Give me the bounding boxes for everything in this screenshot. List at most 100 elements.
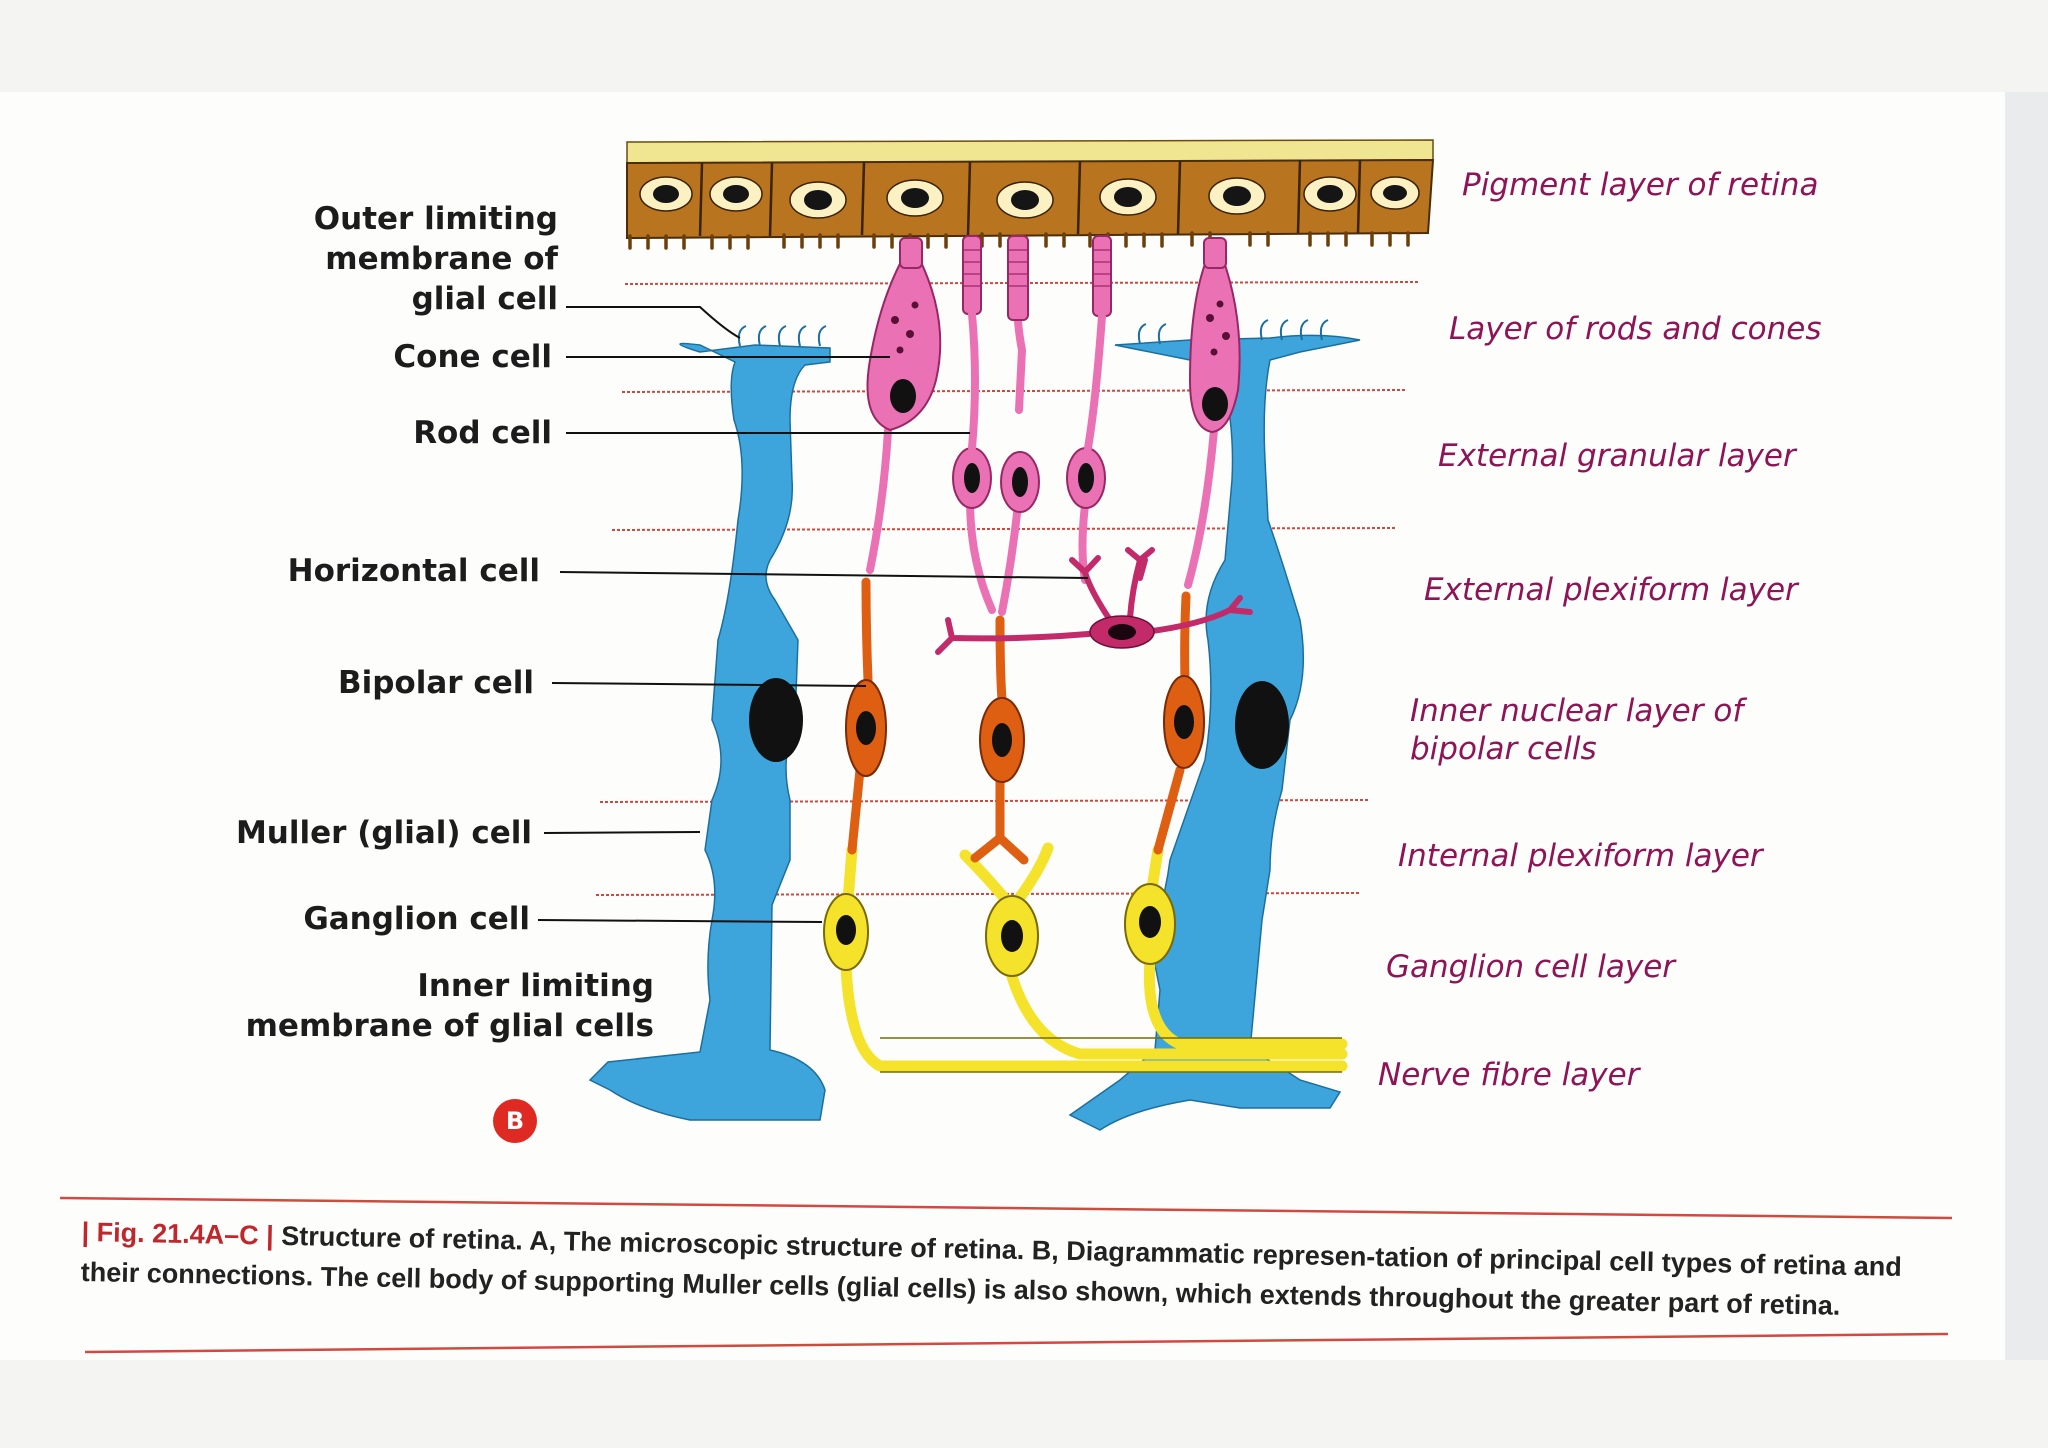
rod-inner-segment xyxy=(1084,312,1106,452)
rod-nucleus xyxy=(1078,463,1094,493)
ganglion-cells xyxy=(823,842,1348,1073)
horizontal-nucleus xyxy=(1108,624,1136,640)
cone-granule xyxy=(896,346,904,354)
ganglion-nucleus xyxy=(1139,906,1161,938)
rod-nucleus xyxy=(1012,467,1028,497)
caption-bottom-rule xyxy=(84,1332,1949,1354)
photoreceptor-axon xyxy=(966,496,996,614)
cone-cell-left xyxy=(866,255,942,432)
pigment-granule xyxy=(901,188,929,208)
photoreceptors xyxy=(866,235,1241,616)
pigment-granule xyxy=(804,190,832,210)
label-internal-plexiform-layer: Internal plexiform layer xyxy=(1398,838,1763,874)
label-horizontal-cell: Horizontal cell xyxy=(287,553,540,589)
pigment-epithelium xyxy=(626,139,1435,250)
microvillus xyxy=(737,325,747,347)
label-external-granular-layer: External granular layer xyxy=(1438,438,1796,474)
horizontal-process xyxy=(1127,557,1143,621)
muller-nucleus-right xyxy=(1235,681,1289,769)
leader-horizontal-cell xyxy=(559,571,1089,579)
photoreceptor-axon xyxy=(866,426,892,574)
bipolar-dendrite xyxy=(970,833,1005,863)
cone-granule xyxy=(1210,348,1218,356)
ganglion-axon xyxy=(1004,964,1348,1060)
horizontal-process xyxy=(935,635,955,655)
pigment-cell-border xyxy=(1076,160,1082,235)
leader-ganglion-cell xyxy=(537,919,823,923)
muller-nucleus-left xyxy=(749,678,803,762)
pigment-granule xyxy=(1011,190,1039,210)
label-external-plexiform-layer: External plexiform layer xyxy=(1424,572,1798,608)
cone-granule xyxy=(891,316,899,324)
leader-outer-limiting-membrane xyxy=(566,306,741,339)
ganglion-dendrite xyxy=(1012,842,1054,906)
cone-nucleus xyxy=(890,379,916,413)
horizontal-process xyxy=(945,617,1113,642)
label-pigment-layer: Pigment layer of retina xyxy=(1462,167,1819,203)
rod-outer-segment xyxy=(1007,235,1029,321)
leader-muller-cell xyxy=(543,831,701,834)
bipolar-nucleus xyxy=(856,711,876,745)
microvillus xyxy=(1157,323,1167,345)
label-rods-cones-layer: Layer of rods and cones xyxy=(1449,311,1822,347)
label-nerve-fibre-layer: Nerve fibre layer xyxy=(1378,1057,1640,1093)
ganglion-nucleus xyxy=(1001,920,1023,952)
photoreceptor-axon xyxy=(998,501,1022,616)
page-edge-shadow xyxy=(2005,92,2048,1360)
microvillus xyxy=(797,325,807,347)
label-muller-cell: Muller (glial) cell xyxy=(235,815,532,851)
panel-badge: B xyxy=(493,1099,537,1143)
label-ganglion-cell-layer: Ganglion cell layer xyxy=(1386,949,1676,985)
caption-top-rule xyxy=(59,1196,1953,1220)
bipolar-nucleus xyxy=(1174,705,1194,739)
pigment-granule xyxy=(1223,186,1251,206)
label-ganglion-cell: Ganglion cell xyxy=(303,901,530,937)
cone-outer-segment xyxy=(1203,237,1227,269)
microvillus xyxy=(1319,319,1329,341)
muller-microvilli xyxy=(737,319,1329,347)
cone-granule xyxy=(1222,332,1230,340)
rod-inner-segment xyxy=(968,310,979,452)
divider-line xyxy=(611,527,1396,531)
bipolar-nucleus xyxy=(992,723,1012,757)
cone-granule xyxy=(911,301,919,309)
label-inner-limiting-membrane: Inner limiting membrane of glial cells xyxy=(245,968,654,1044)
bipolar-dendrite xyxy=(995,833,1029,865)
bipolar-dendrite xyxy=(861,577,873,685)
microvillus xyxy=(777,325,787,347)
caption-figure-number: | Fig. 21.4A–C | xyxy=(81,1216,275,1251)
pigment-cell-border xyxy=(1356,159,1362,234)
pigment-granule xyxy=(1383,185,1407,201)
pigment-cell-border xyxy=(966,161,972,236)
horizontal-process xyxy=(1137,547,1155,563)
cone-granule xyxy=(1206,314,1214,322)
horizontal-cell xyxy=(935,547,1253,655)
cone-outer-segment xyxy=(899,237,923,269)
muller-cell-left xyxy=(588,342,831,1121)
horizontal-process xyxy=(1137,557,1148,581)
bipolar-dendrite xyxy=(1153,765,1185,855)
cone-granule xyxy=(1216,300,1224,308)
horizontal-process xyxy=(1227,607,1253,615)
pigment-cell-border xyxy=(768,162,774,237)
ganglion-nucleus xyxy=(836,915,856,945)
ganglion-axon xyxy=(1143,954,1348,1050)
rod-nucleus xyxy=(964,463,980,493)
pigment-granule xyxy=(723,185,749,203)
microvillus xyxy=(757,325,767,347)
microvillus xyxy=(817,325,827,347)
label-cone-cell: Cone cell xyxy=(393,339,552,375)
pigment-cell-border xyxy=(1176,160,1182,235)
pigment-cell-border xyxy=(1296,159,1302,234)
microvillus xyxy=(1137,323,1147,345)
bipolar-dendrite xyxy=(995,615,1007,705)
bipolar-dendrite xyxy=(1180,591,1191,685)
rod-outer-segment xyxy=(962,235,982,315)
label-outer-limiting-membrane: Outer limiting membrane of glial cell xyxy=(313,201,558,317)
microvillus xyxy=(1299,319,1309,341)
cone-granule xyxy=(906,330,914,338)
bipolar-cells xyxy=(845,577,1205,865)
leader-bipolar-cell xyxy=(551,682,867,687)
cone-cell-right xyxy=(1188,255,1241,434)
